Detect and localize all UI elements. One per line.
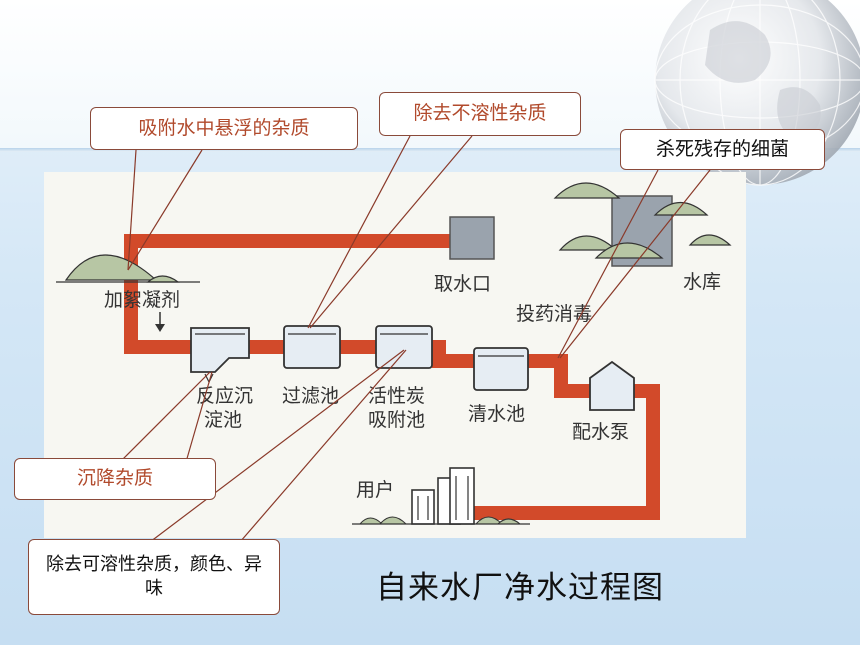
callout-soluble: 除去可溶性杂质，颜色、异味 <box>28 539 280 615</box>
callout-kill-text: 杀死残存的细菌 <box>655 137 789 160</box>
callout-leaders <box>119 135 711 543</box>
callout-kill: 杀死残存的细菌 <box>620 129 825 170</box>
label-carbon-1: 活性炭 <box>368 385 425 407</box>
callout-settle-text: 沉降杂质 <box>76 467 153 490</box>
label-carbon-2: 吸附池 <box>368 409 425 431</box>
callout-soluble-text: 除去可溶性杂质，颜色、异味 <box>46 553 262 599</box>
label-reservoir: 水库 <box>683 271 721 293</box>
header-divider <box>0 148 860 152</box>
label-disinfect: 投药消毒 <box>516 303 592 325</box>
callout-settle: 沉降杂质 <box>14 458 216 500</box>
callout-insoluble: 除去不溶性杂质 <box>379 92 581 136</box>
label-sedimentation-1: 反应沉 <box>196 385 253 407</box>
user-buildings <box>411 467 475 525</box>
pipe-network <box>124 234 660 520</box>
diagram-caption: 自来水厂净水过程图 <box>376 570 664 606</box>
label-clear: 清水池 <box>468 403 525 425</box>
callout-insoluble-text: 除去不溶性杂质 <box>413 102 547 125</box>
label-filter: 过滤池 <box>282 385 339 407</box>
label-coagulant: 加絮凝剂 <box>104 289 180 311</box>
callout-adsorb: 吸附水中悬浮的杂质 <box>90 107 358 150</box>
label-pump: 配水泵 <box>572 421 629 443</box>
tank-group <box>190 325 635 411</box>
bush-icon <box>64 182 732 283</box>
label-user: 用户 <box>356 479 394 501</box>
label-sedimentation-2: 淀池 <box>204 409 242 431</box>
label-intake: 取水口 <box>434 273 491 295</box>
intake-block <box>449 216 495 260</box>
callout-adsorb-text: 吸附水中悬浮的杂质 <box>138 116 310 139</box>
